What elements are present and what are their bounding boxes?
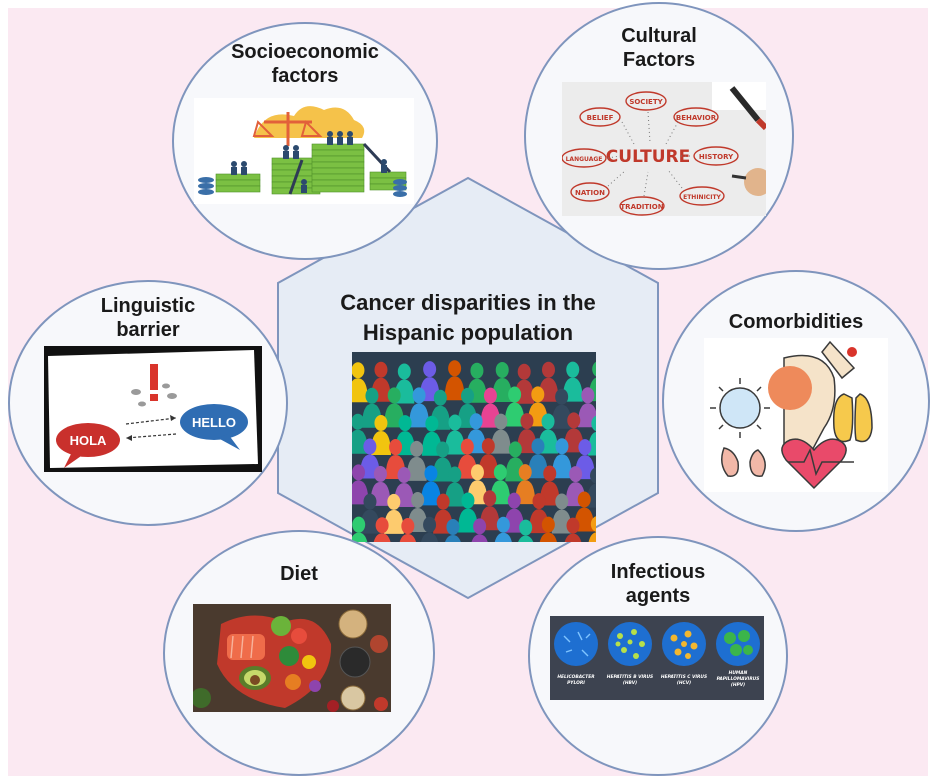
cultural-title: Cultural Factors — [526, 24, 792, 72]
crowd-person — [539, 516, 557, 542]
infectious-title: Infectious agents — [530, 560, 786, 608]
socioeconomic-image — [194, 98, 414, 204]
crowd-person — [352, 516, 368, 542]
caption-hcv: HEPATITIS C VIRUS — [661, 674, 707, 680]
node-diet: Diet — [163, 530, 435, 776]
diet-title-line1: Diet — [280, 563, 318, 585]
center-title: Cancer disparities in the Hispanic popul… — [318, 288, 618, 348]
crowd-person — [420, 516, 439, 542]
linguistic-title: Linguistic barrier — [10, 294, 286, 342]
center-title-line2: Hispanic population — [362, 320, 574, 345]
comorbidities-illustration — [704, 338, 888, 492]
crowd-person — [432, 441, 453, 482]
caption-hbv: HEPATITIS B VIRUS — [607, 674, 653, 680]
linguistic-title-line1: Linguistic — [100, 295, 196, 317]
crowd-person — [352, 362, 368, 403]
pathogens-illustration: HELICOBACTER PYLORI HEPATITIS B VIRUS (H… — [550, 616, 764, 700]
caption-hpv: HUMAN — [729, 670, 748, 676]
caption-hbv-b: (HBV) — [623, 680, 637, 686]
socioeconomic-title-line2: factors — [271, 65, 339, 87]
word-language: LANGUAGE — [566, 156, 603, 163]
bubble-hello: HELLO — [192, 415, 236, 430]
node-linguistic: Linguistic barrier HOLA HELLO — [8, 280, 288, 526]
crowd-silhouettes — [352, 352, 596, 542]
caption-hpv-b: PAPILLOMAVIRUS — [717, 676, 760, 682]
crowd-person — [445, 518, 461, 542]
crowd-person — [444, 414, 465, 455]
word-behavior: BEHAVIOR — [676, 114, 717, 122]
crowd-person — [444, 466, 465, 507]
crowd-person — [564, 517, 582, 542]
linguistic-title-line2: barrier — [116, 319, 180, 341]
word-belief: BELIEF — [587, 114, 614, 122]
word-nation: NATION — [575, 189, 605, 197]
comorbidities-image — [704, 338, 888, 492]
speech-bubbles-illustration: HOLA HELLO — [44, 346, 262, 472]
cultural-title-line1: Cultural — [621, 25, 697, 47]
infectious-image: HELICOBACTER PYLORI HEPATITIS B VIRUS (H… — [550, 616, 764, 700]
crowd-person — [409, 387, 430, 428]
crowd-person — [551, 438, 572, 479]
crowd-person — [359, 493, 380, 534]
word-society: SOCIETY — [629, 98, 663, 106]
inequality-illustration — [194, 98, 414, 204]
socioeconomic-title: Socioeconomic factors — [174, 40, 436, 88]
linguistic-image: HOLA HELLO — [44, 346, 262, 472]
crowd-person — [471, 518, 488, 542]
caption-hp: HELICOBACTER — [557, 674, 595, 680]
crowd-person — [494, 516, 512, 542]
crowd-person — [518, 519, 534, 542]
word-ethnicity: ETHINICITY — [683, 194, 721, 201]
crowd-person — [457, 492, 478, 533]
center-title-line1: Cancer disparities in the — [340, 290, 596, 315]
word-history: HISTORY — [699, 153, 734, 161]
infectious-title-line1: Infectious — [610, 561, 706, 583]
comorbidities-title: Comorbidities — [664, 310, 928, 334]
crowd-person — [551, 388, 572, 429]
diet-image — [193, 604, 391, 712]
node-socioeconomic: Socioeconomic factors — [172, 22, 438, 260]
bubble-hola: HOLA — [70, 433, 107, 448]
crowd-person — [492, 361, 513, 402]
caption-hpv-c: (HPV) — [731, 682, 745, 688]
cultural-title-line2: Factors — [622, 49, 696, 71]
socioeconomic-title-line1: Socioeconomic — [231, 41, 379, 63]
cultural-image: BELIEF SOCIETY BEHAVIOR LANGUAGE HISTORY… — [562, 82, 766, 216]
crowd-person — [527, 438, 548, 479]
food-illustration — [193, 604, 391, 712]
crowd-person — [406, 440, 427, 481]
culture-wordmap: BELIEF SOCIETY BEHAVIOR LANGUAGE HISTORY… — [562, 82, 766, 216]
word-tradition: TRADITION — [620, 203, 663, 211]
crowd-person — [420, 465, 441, 506]
node-comorbidities: Comorbidities — [662, 270, 930, 532]
crowd-person — [383, 493, 404, 534]
node-cultural: Cultural Factors — [524, 2, 794, 270]
infectious-title-line2: agents — [625, 585, 691, 607]
crowd-image — [352, 352, 596, 542]
crowd-person — [373, 517, 391, 542]
crowd-person — [504, 386, 525, 427]
node-infectious: Infectious agents HELICOBACTER PYLORI HE… — [528, 536, 788, 776]
diet-title: Diet — [165, 562, 433, 586]
crowd-person — [490, 413, 511, 454]
comorbidities-title-line1: Comorbidities — [728, 311, 864, 333]
crowd-person — [444, 360, 465, 401]
crowd-person — [399, 518, 416, 542]
caption-hcv-b: (HCV) — [677, 680, 691, 686]
crowd-person — [588, 516, 596, 542]
caption-hp-b: PYLORI — [567, 680, 585, 686]
crowd-person — [577, 387, 596, 428]
word-culture: CULTURE — [606, 147, 690, 167]
